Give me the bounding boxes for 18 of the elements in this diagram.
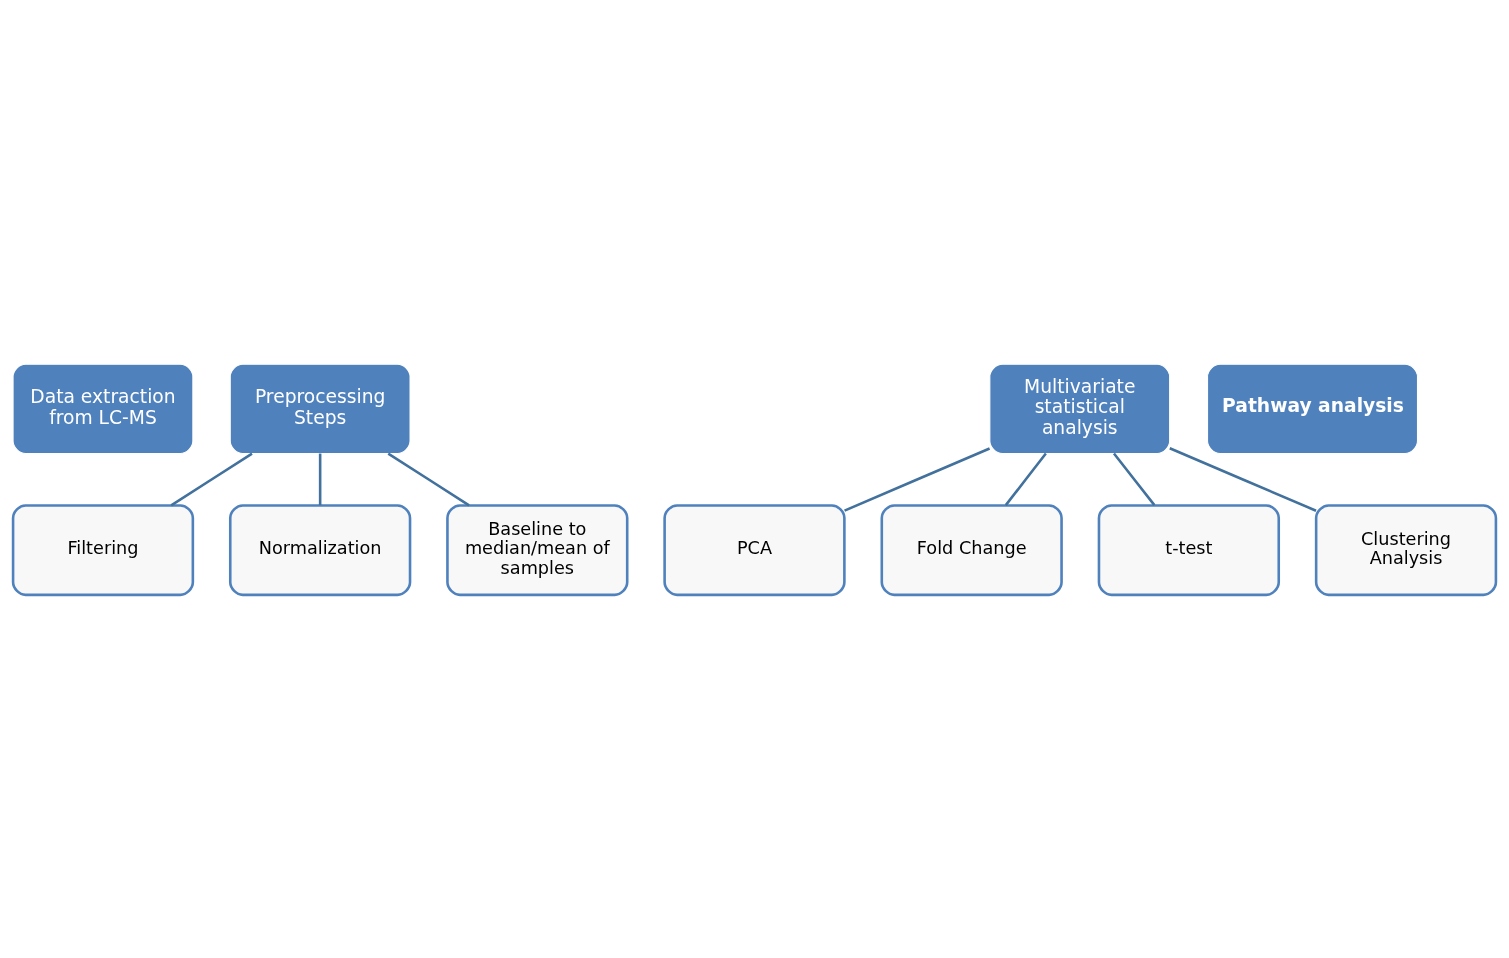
node-box: PCA [663,503,846,596]
node-box: Preprocessing Steps [229,363,411,454]
node-box: Normalization [228,503,412,596]
node-box: t-test [1097,503,1281,596]
node-box: Pathway analysis [1207,363,1418,454]
connector [318,453,322,505]
node-box: Filtering [11,503,195,596]
connector [387,451,470,506]
node-box: Fold Change [880,503,1063,596]
connector [1004,452,1047,506]
connector [844,446,991,512]
connector [170,451,253,506]
node-box: Multivariate statistical analysis [989,363,1171,454]
connector [1169,446,1317,512]
node-box: Data extraction from LC-MS [12,363,194,454]
connector [1112,452,1156,506]
node-box: Clustering Analysis [1314,503,1498,596]
node-box: Baseline to median/mean of samples [446,503,629,596]
